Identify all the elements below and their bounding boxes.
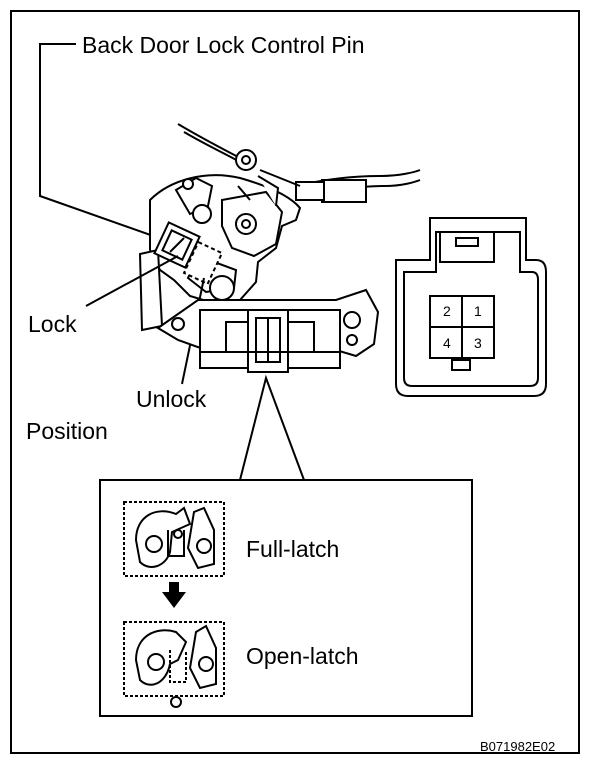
lock-label: Lock	[28, 311, 77, 337]
connector-pin-2: 2	[443, 303, 451, 319]
unlock-label: Unlock	[136, 386, 207, 412]
full-latch-label: Full-latch	[246, 536, 340, 562]
position-label: Position	[26, 418, 108, 444]
cable-assembly	[177, 123, 421, 203]
down-arrow-icon	[162, 582, 186, 608]
control-pin-label: Back Door Lock Control Pin	[82, 32, 365, 58]
lock-control-pin	[153, 221, 224, 286]
open-latch-label: Open-latch	[246, 643, 359, 669]
connector	[395, 217, 547, 397]
connector-pin-1: 1	[474, 303, 482, 319]
lock-leader-line	[85, 255, 179, 307]
connector-pin-3: 3	[474, 335, 482, 351]
full-latch-illustration	[123, 501, 225, 577]
connector-pin-4: 4	[443, 335, 451, 351]
open-latch-illustration	[123, 621, 225, 708]
diagram-frame	[10, 10, 580, 754]
figure-code: B071982E02	[480, 739, 556, 754]
callout-pointer	[239, 374, 305, 481]
control-pin-leader-line	[39, 43, 177, 245]
latch-housing	[199, 309, 341, 373]
